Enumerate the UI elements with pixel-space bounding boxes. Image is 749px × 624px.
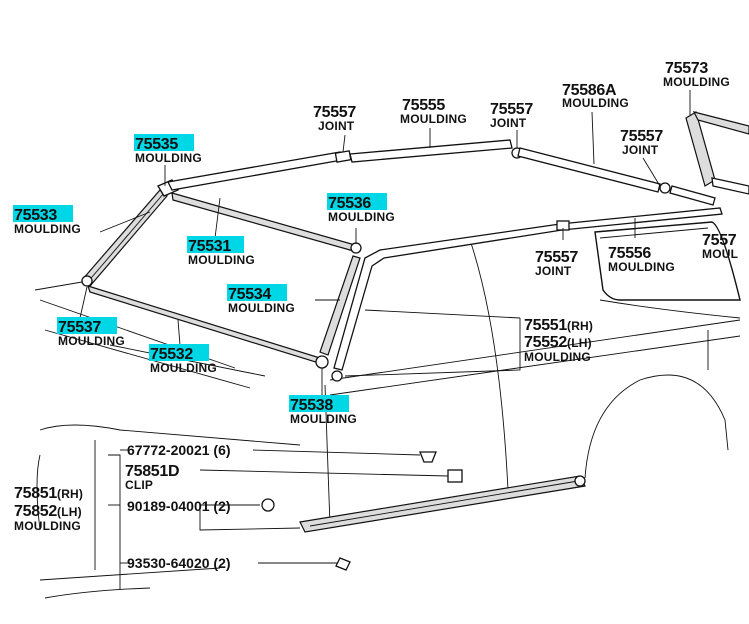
moulding-75555-shape	[349, 139, 513, 163]
label-75573: 75573	[665, 60, 708, 77]
clip-67772-shape	[419, 451, 437, 463]
label-75531-name: MOULDING	[188, 253, 255, 267]
rear-wheel-arch	[584, 374, 729, 479]
label-75557-c-name: JOINT	[622, 143, 659, 157]
label-75851D: 75851D	[125, 463, 179, 480]
label-75535-name: MOULDING	[135, 151, 202, 165]
label-75555-name: MOULDING	[400, 112, 467, 126]
hl-75536	[327, 193, 387, 210]
belt-line	[329, 319, 741, 381]
highlights	[13, 134, 387, 412]
rear-window-inner	[599, 227, 709, 239]
label-75557-b-name: JOINT	[490, 116, 527, 130]
bumper-lower	[44, 587, 151, 599]
label-75557-c: 75557	[620, 128, 663, 145]
hl-75538	[289, 395, 349, 412]
label-75851: 75851(RH)	[14, 485, 83, 502]
label-75552: 75552(LH)	[524, 334, 592, 351]
label-75533: 75533	[14, 207, 57, 224]
moulding-75536-shape	[350, 242, 362, 254]
label-75557-a-name: JOINT	[318, 119, 355, 133]
label-75556-name: MOULDING	[608, 260, 675, 274]
hl-75537	[57, 317, 117, 334]
moulding-75586A-shape	[517, 147, 661, 193]
screw-93530-shape	[335, 557, 351, 571]
belt-line-2	[329, 335, 741, 396]
label-93530: 93530-64020 (2)	[127, 555, 231, 571]
label-75538-name: MOULDING	[290, 412, 357, 426]
label-75538: 75538	[290, 397, 333, 414]
roof-mouldings	[167, 111, 749, 382]
label-7557x-name: MOUL	[702, 247, 738, 261]
joint-75557-c	[659, 182, 671, 194]
clip-75851D-shape	[447, 469, 463, 483]
label-90189: 90189-04001 (2)	[127, 498, 231, 514]
label-75555: 75555	[402, 97, 445, 114]
label-75537: 75537	[58, 319, 101, 336]
label-75533-name: MOULDING	[14, 222, 81, 236]
moulding-rear-tail	[669, 185, 716, 206]
label-75557-b: 75557	[490, 101, 533, 118]
moulding-75538-shape	[315, 355, 329, 369]
moulding-75851-line	[309, 480, 579, 527]
hl-75534	[227, 284, 287, 301]
label-75535: 75535	[135, 136, 178, 153]
label-75536-name: MOULDING	[328, 210, 395, 224]
hl-75532	[149, 344, 209, 361]
moulding-75851-end	[574, 475, 586, 487]
fender-top	[39, 424, 301, 446]
label-75586A-name: MOULDING	[562, 96, 629, 110]
leader-lines	[79, 90, 691, 590]
car-body-outline	[34, 221, 741, 599]
label-67772: 67772-20021 (6)	[127, 442, 231, 458]
moulding-75533-hatch	[85, 192, 165, 285]
label-75532: 75532	[150, 346, 193, 363]
nut-90189-shape	[261, 498, 275, 512]
hl-75531	[187, 236, 244, 253]
moulding-75573-bottom	[711, 177, 749, 195]
label-75532-name: MOULDING	[150, 361, 217, 375]
rear-side-window	[594, 221, 741, 301]
label-75551: 75551(RH)	[524, 317, 593, 334]
hood-line-top	[34, 281, 83, 291]
label-75556: 75556	[608, 245, 651, 262]
rear-quarter	[599, 299, 741, 319]
joint-75557-a	[334, 150, 352, 163]
label-75531: 75531	[188, 238, 231, 255]
label-75557-d: 75557	[535, 249, 578, 266]
label-75534: 75534	[228, 286, 271, 303]
label-75586A: 75586A	[562, 82, 617, 99]
label-75537-name: MOULDING	[58, 334, 125, 348]
part-labels: 75535 MOULDING 75533 MOULDING 75531 MOUL…	[14, 60, 738, 571]
headlamp	[36, 454, 41, 531]
bumper-line	[39, 567, 221, 581]
label-7557x: 7557	[702, 232, 737, 249]
hl-75535	[134, 134, 194, 151]
door-seam	[469, 239, 509, 491]
moulding-75551-end	[331, 370, 343, 382]
label-75852: 75852(LH)	[14, 503, 82, 520]
hl-75533	[13, 205, 73, 222]
label-75557-a: 75557	[313, 104, 356, 121]
label-75851-name: MOULDING	[14, 519, 81, 533]
hood-line-2	[44, 329, 251, 389]
label-75536: 75536	[328, 195, 371, 212]
label-75551-name: MOULDING	[524, 350, 591, 364]
moulding-75573-top	[692, 111, 749, 135]
moulding-75534-shape	[319, 255, 361, 356]
label-75851D-name: CLIP	[125, 478, 153, 492]
rocker-moulding-group	[261, 451, 586, 571]
label-75573-name: MOULDING	[663, 75, 730, 89]
moulding-75537-shape	[81, 275, 93, 287]
label-75557-d-name: JOINT	[535, 264, 572, 278]
label-75534-name: MOULDING	[228, 301, 295, 315]
